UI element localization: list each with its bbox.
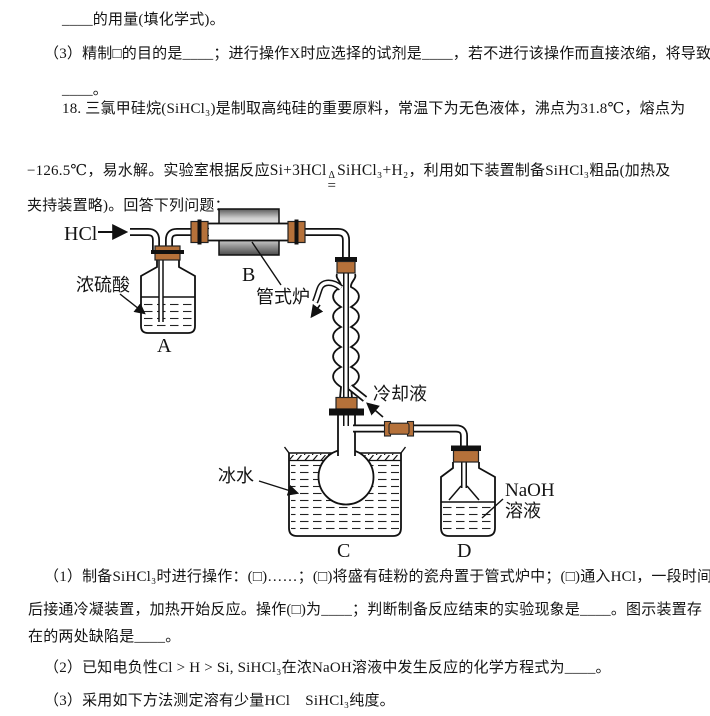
hcl-inlet-label: HCl — [64, 223, 98, 245]
apparatus-diagram: HCl A 浓硫酸 — [64, 208, 555, 562]
bottle-a-letter: A — [157, 335, 172, 357]
q18-sub3-line: （3）采用如下方法测定溶有少量HCl SiHCl₃纯度。 — [44, 693, 395, 709]
q18-stem-line1: 18. 三氯甲硅烷(SiHCl₃)是制取高纯硅的重要原料，常温下为无色液体，沸点… — [62, 101, 686, 117]
flask-neck-flange — [329, 408, 364, 416]
condenser-jacket-left — [332, 273, 343, 399]
ice-water-pointer-arrow — [258, 480, 300, 496]
furnace-name-label: 管式炉 — [256, 287, 310, 307]
reaction-rhs: SiHCl₃+H₂ — [337, 162, 409, 179]
flask-neck — [338, 414, 355, 458]
delta-over-equals: Δ= — [327, 170, 337, 194]
condenser-top-stopper — [336, 260, 356, 274]
stem-line2-suffix: ，利用如下装置制备SiHCl₃粗品(加热及 — [408, 163, 671, 179]
prev-question-tail-line: ____的用量(填化学式)。 — [62, 12, 225, 28]
coolant-in-arrow — [366, 402, 384, 418]
ice-water-label: 冰水 — [218, 466, 254, 486]
reaction-lhs: Si+3HCl — [269, 162, 327, 179]
acid-pointer-arrow — [119, 293, 146, 315]
rubber-connector — [388, 422, 410, 435]
condenser-top-washer — [335, 257, 357, 262]
q18-sub2-line: （2）已知电负性Cl > H > Si, SiHCl₃在浓NaOH溶液中发生反应… — [44, 660, 611, 676]
naoh-liquid — [443, 504, 493, 533]
flask-c-letter: C — [337, 540, 350, 562]
q18-sub1-line1: （1）制备SiHCl₃时进行操作：(□)……；(□)将盛有硅粉的瓷舟置于管式炉中… — [44, 569, 710, 585]
coolant-label: 冷却液 — [373, 384, 427, 404]
bottle-d-letter: D — [457, 540, 471, 562]
q18-sub1-line3: 在的两处缺陷是____。 — [28, 629, 181, 645]
condenser — [310, 257, 368, 426]
furnace-letter: B — [242, 264, 255, 286]
anti-suckback-funnel — [448, 485, 480, 501]
prev-question-blank-line: ____。 — [62, 82, 109, 98]
stopper-a-band — [151, 250, 184, 254]
stem-line2-prefix: −126.5℃，易水解。实验室根据反应 — [27, 163, 270, 179]
acid-label: 浓硫酸 — [76, 275, 130, 295]
naoh-label: NaOH — [505, 480, 555, 501]
coolant-out-arrow — [310, 303, 324, 319]
delta-symbol: Δ — [328, 170, 336, 181]
naoh-bottle-d — [440, 445, 496, 537]
wash-bottle-a — [140, 245, 196, 334]
condenser-jacket-right — [349, 273, 360, 399]
naoh-solution-label: 溶液 — [505, 501, 541, 521]
naoh-pointer-line — [481, 498, 504, 519]
gas-outlet-tube — [353, 420, 468, 450]
stopper-d-band — [451, 445, 481, 451]
furnace-pointer-line — [251, 241, 282, 286]
stopper-d — [452, 449, 480, 463]
prev-question-item3-line: （3）精制□的目的是____；进行操作X时应选择的试剂是____，若不进行该操作… — [44, 46, 710, 62]
q18-stem-line3: 夹持装置略)。回答下列问题： — [27, 198, 230, 214]
glass-tubing — [130, 228, 350, 263]
equals-sign: = — [327, 178, 337, 194]
condenser-bottom-stopper — [335, 396, 358, 410]
acid-liquid — [143, 299, 193, 329]
q18-sub1-line2: 后接通冷凝装置，加热开始反应。操作(□)为____；判断制备反应结束的实验现象是… — [28, 602, 703, 618]
tube-furnace — [190, 208, 306, 256]
